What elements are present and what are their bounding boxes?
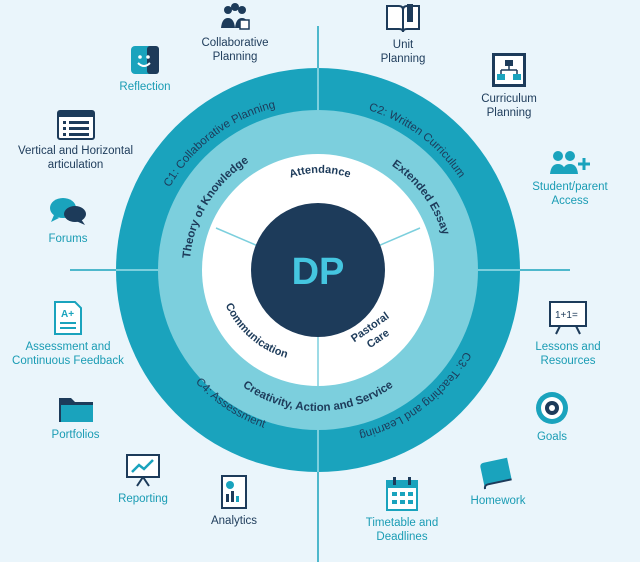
feature-assessment-feedback[interactable]: A+ Assessment and Continuous Feedback xyxy=(2,300,134,368)
feature-collaborative-planning[interactable]: Collaborative Planning xyxy=(180,2,290,64)
list-window-icon xyxy=(56,110,95,140)
presentation-board-icon xyxy=(126,454,160,487)
feature-reflection[interactable]: Reflection xyxy=(100,44,190,94)
feature-portfolios[interactable]: Portfolios xyxy=(38,392,113,442)
open-book-icon xyxy=(386,4,420,33)
folder-icon xyxy=(58,398,93,422)
feature-timetable-deadlines[interactable]: Timetable and Deadlines xyxy=(354,476,450,544)
attendance-label: Attendance xyxy=(288,164,352,181)
feature-student-parent-access[interactable]: Student/parent Access xyxy=(520,148,620,208)
people-group-icon xyxy=(221,3,250,30)
feature-forums[interactable]: Forums xyxy=(28,196,108,246)
feature-vertical-horizontal-articulation[interactable]: Vertical and Horizontal articulation xyxy=(8,110,143,172)
hierarchy-chart-icon xyxy=(492,53,526,87)
core-label: DP xyxy=(292,251,345,293)
feature-lessons-resources[interactable]: 1+1= Lessons and Resources xyxy=(518,300,618,368)
svg-text:A+: A+ xyxy=(61,309,74,320)
graded-document-icon: A+ xyxy=(54,301,82,335)
feature-unit-planning[interactable]: Unit Planning xyxy=(358,2,448,66)
feature-goals[interactable]: Goals xyxy=(524,390,580,444)
add-users-icon xyxy=(550,151,590,174)
calendar-icon xyxy=(386,477,418,511)
target-icon xyxy=(536,392,568,424)
notebook-icon xyxy=(480,457,512,490)
analytics-document-icon xyxy=(221,475,247,509)
chalkboard-icon: 1+1= xyxy=(549,301,587,335)
svg-text:1+1=: 1+1= xyxy=(555,310,578,321)
smiley-face-icon xyxy=(131,46,159,74)
dp-core xyxy=(251,203,385,337)
feature-reporting[interactable]: Reporting xyxy=(104,452,182,506)
feature-analytics[interactable]: Analytics xyxy=(196,474,272,528)
feature-curriculum-planning[interactable]: Curriculum Planning xyxy=(462,52,556,120)
chat-bubbles-icon xyxy=(50,198,86,225)
feature-homework[interactable]: Homework xyxy=(462,456,534,508)
